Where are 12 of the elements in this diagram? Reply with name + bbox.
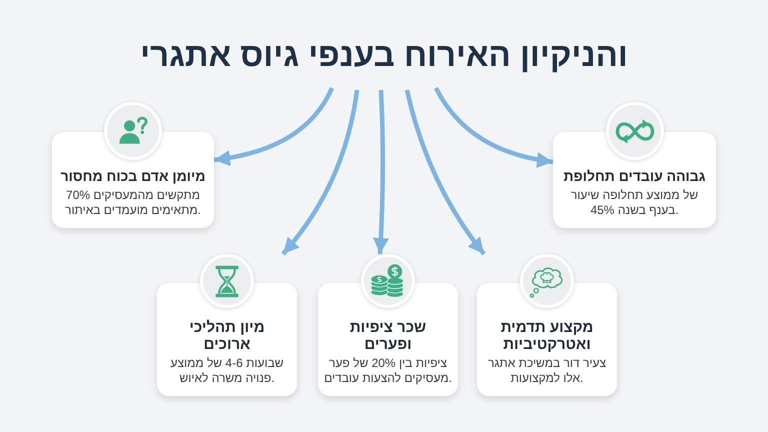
card-heading: תחלופת עובדים גבוהה (564, 168, 706, 185)
arrow (434, 86, 554, 168)
arrow (404, 89, 486, 256)
card-description: אתגר במשיכת דור צעיר למקצועות אלו. (486, 356, 608, 386)
arrow (372, 90, 389, 254)
diagram-title: אתגרי גיוס בענפי האירוח והניקיון (139, 35, 629, 75)
card-heading: ציפיות שכר ופערים (348, 319, 428, 353)
arrow (214, 87, 334, 166)
card-heading: תדמית מקצוע ואטרקטיביות (500, 319, 594, 353)
card-heading: תהליכי מיון ארוכים (188, 319, 266, 353)
arrow (281, 90, 360, 256)
card-heading: מחסור בכוח אדם מיומן (60, 168, 206, 185)
